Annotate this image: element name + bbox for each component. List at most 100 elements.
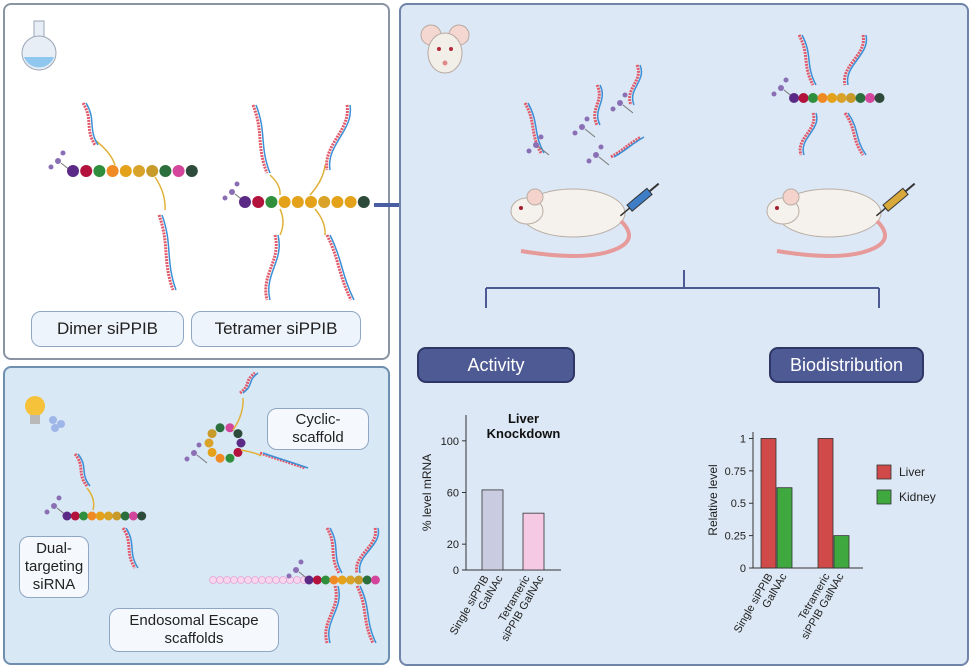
sirna-duplex [121, 527, 139, 569]
bead [251, 576, 259, 584]
bar [833, 535, 850, 569]
designs-illustration [21, 20, 370, 301]
bead [120, 511, 130, 521]
future-designs-illustration [25, 371, 380, 644]
panel-conjugate-designs: Dimer siPPIB Tetramer siPPIB [3, 3, 390, 360]
bead [312, 575, 322, 585]
linker [314, 208, 326, 236]
dual-targeting-structure [44, 453, 147, 569]
sirna-duplex [325, 104, 352, 171]
y-axis-label: Relative level [706, 464, 720, 535]
bead [204, 438, 214, 448]
sirna-duplex [355, 585, 377, 644]
single-sirna-molecules [523, 64, 645, 166]
galnac-ligand [586, 144, 610, 166]
endosomal-escape-structure [209, 527, 380, 644]
sirna-duplex [843, 112, 867, 156]
activity-header: Activity [417, 347, 575, 383]
sirna-duplex [157, 214, 177, 291]
panel-future-designs: Cyclic- scaffold Dual- targeting siRNA E… [3, 366, 390, 665]
galnac-ligand [572, 116, 596, 138]
bead [321, 575, 331, 585]
bar [817, 438, 834, 569]
bead [846, 93, 856, 103]
y-tick-label: 0.5 [731, 498, 746, 510]
bead [855, 93, 866, 103]
bead [252, 196, 265, 208]
syringe-icon-right [875, 182, 916, 217]
bead [95, 511, 105, 521]
bead [291, 196, 304, 208]
y-tick-label: 100 [441, 436, 459, 448]
galnac-ligand [184, 442, 208, 464]
mouse-head-icon [420, 24, 470, 74]
bead [293, 576, 301, 584]
bead [817, 93, 828, 103]
linker [269, 174, 281, 196]
bead [346, 575, 355, 585]
sirna-duplex [251, 104, 271, 174]
bead [362, 575, 372, 585]
sirna-duplex [843, 34, 868, 86]
bead [357, 196, 370, 208]
sirna-duplex [593, 84, 603, 126]
linker [232, 397, 244, 431]
bead [865, 93, 875, 103]
chart-title: Knockdown [487, 426, 561, 441]
sirna-duplex [798, 112, 818, 156]
bar [776, 487, 793, 569]
bead [836, 93, 847, 103]
flask-icon [21, 20, 57, 71]
cyclic-scaffold-label: Cyclic- scaffold [267, 408, 369, 450]
tetramer-molecule [771, 34, 885, 156]
sirna-duplex [325, 527, 343, 574]
bead [133, 165, 145, 177]
bead [146, 165, 159, 177]
bead [185, 165, 198, 177]
bead [159, 165, 172, 177]
sirna-duplex [324, 585, 340, 644]
bead [119, 165, 132, 177]
bar [760, 438, 777, 569]
bead [272, 576, 280, 584]
mouse-left [510, 188, 631, 258]
bead [370, 575, 380, 585]
bead [207, 429, 217, 439]
sirna-duplex [259, 451, 309, 470]
bead [278, 196, 291, 208]
bead [237, 576, 245, 584]
biodistribution-header: Biodistribution [769, 347, 924, 383]
bead [225, 453, 235, 463]
y-tick-label: 20 [447, 539, 459, 551]
bead [827, 93, 837, 103]
y-tick-label: 0 [740, 563, 746, 575]
linker [279, 208, 284, 236]
endosomal-escape-label: Endosomal Escape scaffolds [109, 608, 279, 652]
sirna-duplex [325, 234, 355, 301]
bead [344, 196, 357, 208]
chart-title: Liver [508, 411, 539, 426]
bead [207, 447, 217, 457]
bead [70, 511, 80, 521]
bead [216, 576, 224, 584]
bead [87, 511, 97, 521]
cyclic-scaffold-structure [184, 371, 309, 470]
sirna-duplex [264, 234, 280, 301]
tetramer-label: Tetramer siPPIB [191, 311, 361, 347]
linker [240, 449, 262, 457]
legend-swatch [876, 464, 892, 480]
bead [137, 511, 147, 521]
bead [172, 165, 185, 177]
bead [798, 93, 809, 103]
bar [481, 489, 504, 571]
dimer-label: Dimer siPPIB [31, 311, 184, 347]
galnac-ligand [526, 134, 550, 156]
bead [279, 576, 287, 584]
bead [233, 447, 243, 457]
bead [265, 576, 273, 584]
linker [94, 139, 116, 166]
galnac-ligand [610, 92, 634, 114]
sirna-duplex [355, 527, 380, 574]
